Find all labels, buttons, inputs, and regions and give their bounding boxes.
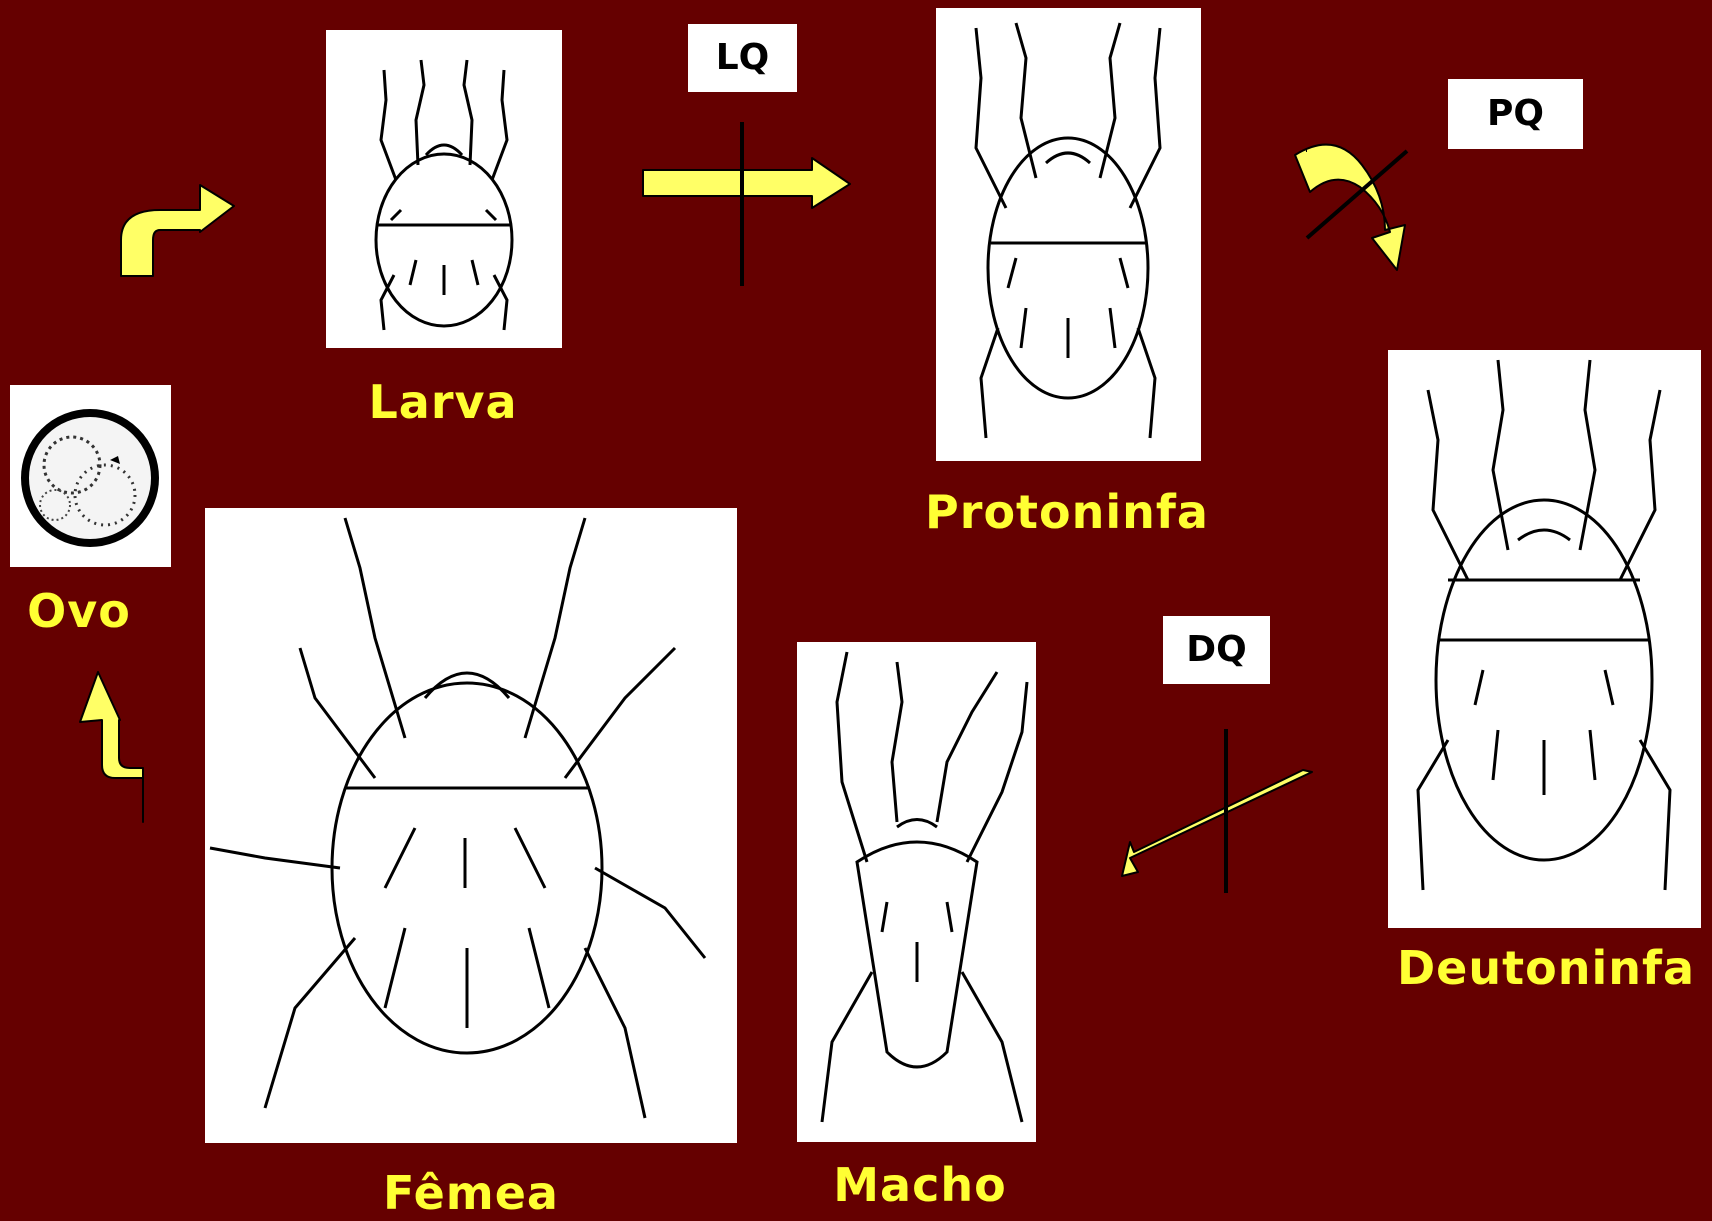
label-female: Fêmea	[383, 1170, 559, 1216]
label-male: Macho	[833, 1162, 1006, 1208]
label-protonymph: Protoninfa	[925, 489, 1209, 535]
label-egg: Ovo	[27, 588, 131, 634]
arrow-larva-to-protonymph	[643, 158, 850, 208]
arrow-protonymph-to-deutonymph	[1295, 145, 1405, 270]
molt-tag-dq: DQ	[1163, 616, 1270, 684]
arrow-deutonymph-to-male	[1122, 770, 1312, 876]
egg-image	[10, 385, 171, 567]
protonymph-image	[936, 8, 1201, 461]
label-deutonymph: Deutoninfa	[1397, 945, 1695, 991]
molt-marker-pq-line	[1307, 151, 1407, 238]
larva-image	[326, 30, 562, 348]
deutonymph-image	[1388, 350, 1701, 928]
arrow-female-to-egg	[80, 672, 143, 822]
arrow-egg-to-larva	[121, 185, 234, 276]
molt-tag-pq: PQ	[1448, 79, 1583, 149]
male-image	[797, 642, 1036, 1142]
molt-tag-lq: LQ	[688, 24, 797, 92]
label-larva: Larva	[368, 379, 517, 425]
female-image	[205, 508, 737, 1143]
